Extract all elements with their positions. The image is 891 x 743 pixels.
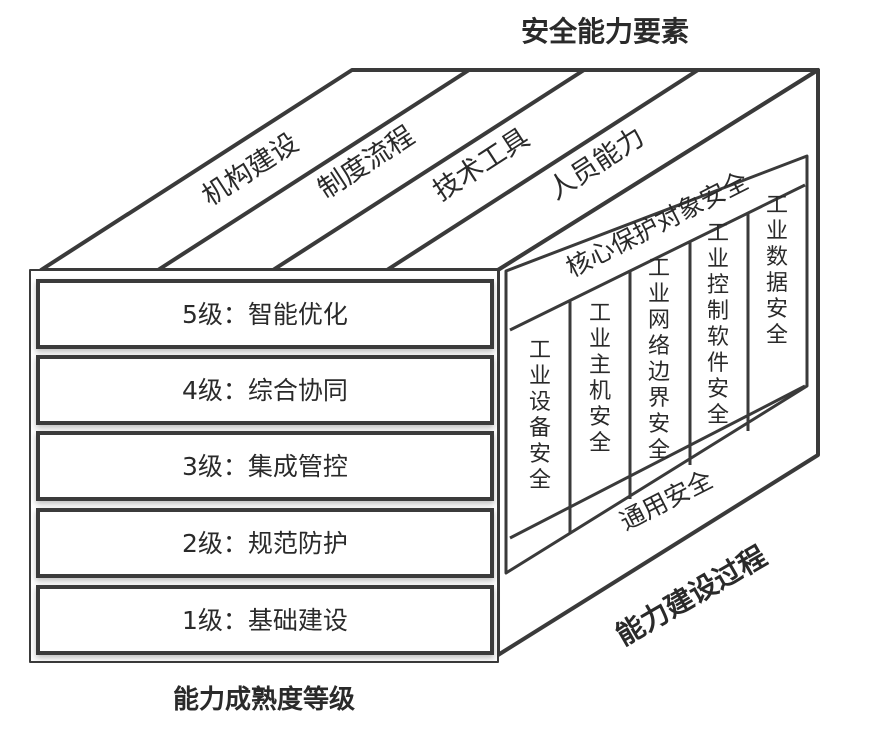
- core-column-label-3: 工业网络边界安全: [648, 256, 670, 463]
- level-bar-3: [36, 431, 494, 501]
- top-divider-2: [271, 68, 586, 272]
- top-divider-3: [385, 68, 700, 272]
- level-bar-2: [36, 508, 494, 578]
- title-security-elements: 安全能力要素: [521, 15, 689, 48]
- level-bar-5: [36, 279, 494, 349]
- core-column-label-5: 工业数据安全: [766, 193, 788, 348]
- level-label-4: 4级：综合协同: [182, 376, 348, 405]
- level-label-3: 3级：集成管控: [182, 452, 348, 481]
- level-label-2: 2级：规范防护: [182, 529, 348, 558]
- core-column-label-1: 工业设备安全: [529, 338, 551, 493]
- level-label-1: 1级：基础建设: [182, 606, 348, 635]
- core-column-label-2: 工业主机安全: [589, 301, 611, 456]
- level-bar-4: [36, 355, 494, 425]
- level-bar-1: [36, 585, 494, 655]
- core-column-label-4: 工业控制软件安全: [707, 221, 729, 428]
- level-label-5: 5级：智能优化: [182, 300, 348, 329]
- title-maturity-levels: 能力成熟度等级: [173, 684, 355, 715]
- top-divider-1: [156, 68, 471, 272]
- core-header-divider: [509, 183, 806, 332]
- core-bottom-divider: [509, 384, 806, 540]
- core-panel: [504, 154, 809, 575]
